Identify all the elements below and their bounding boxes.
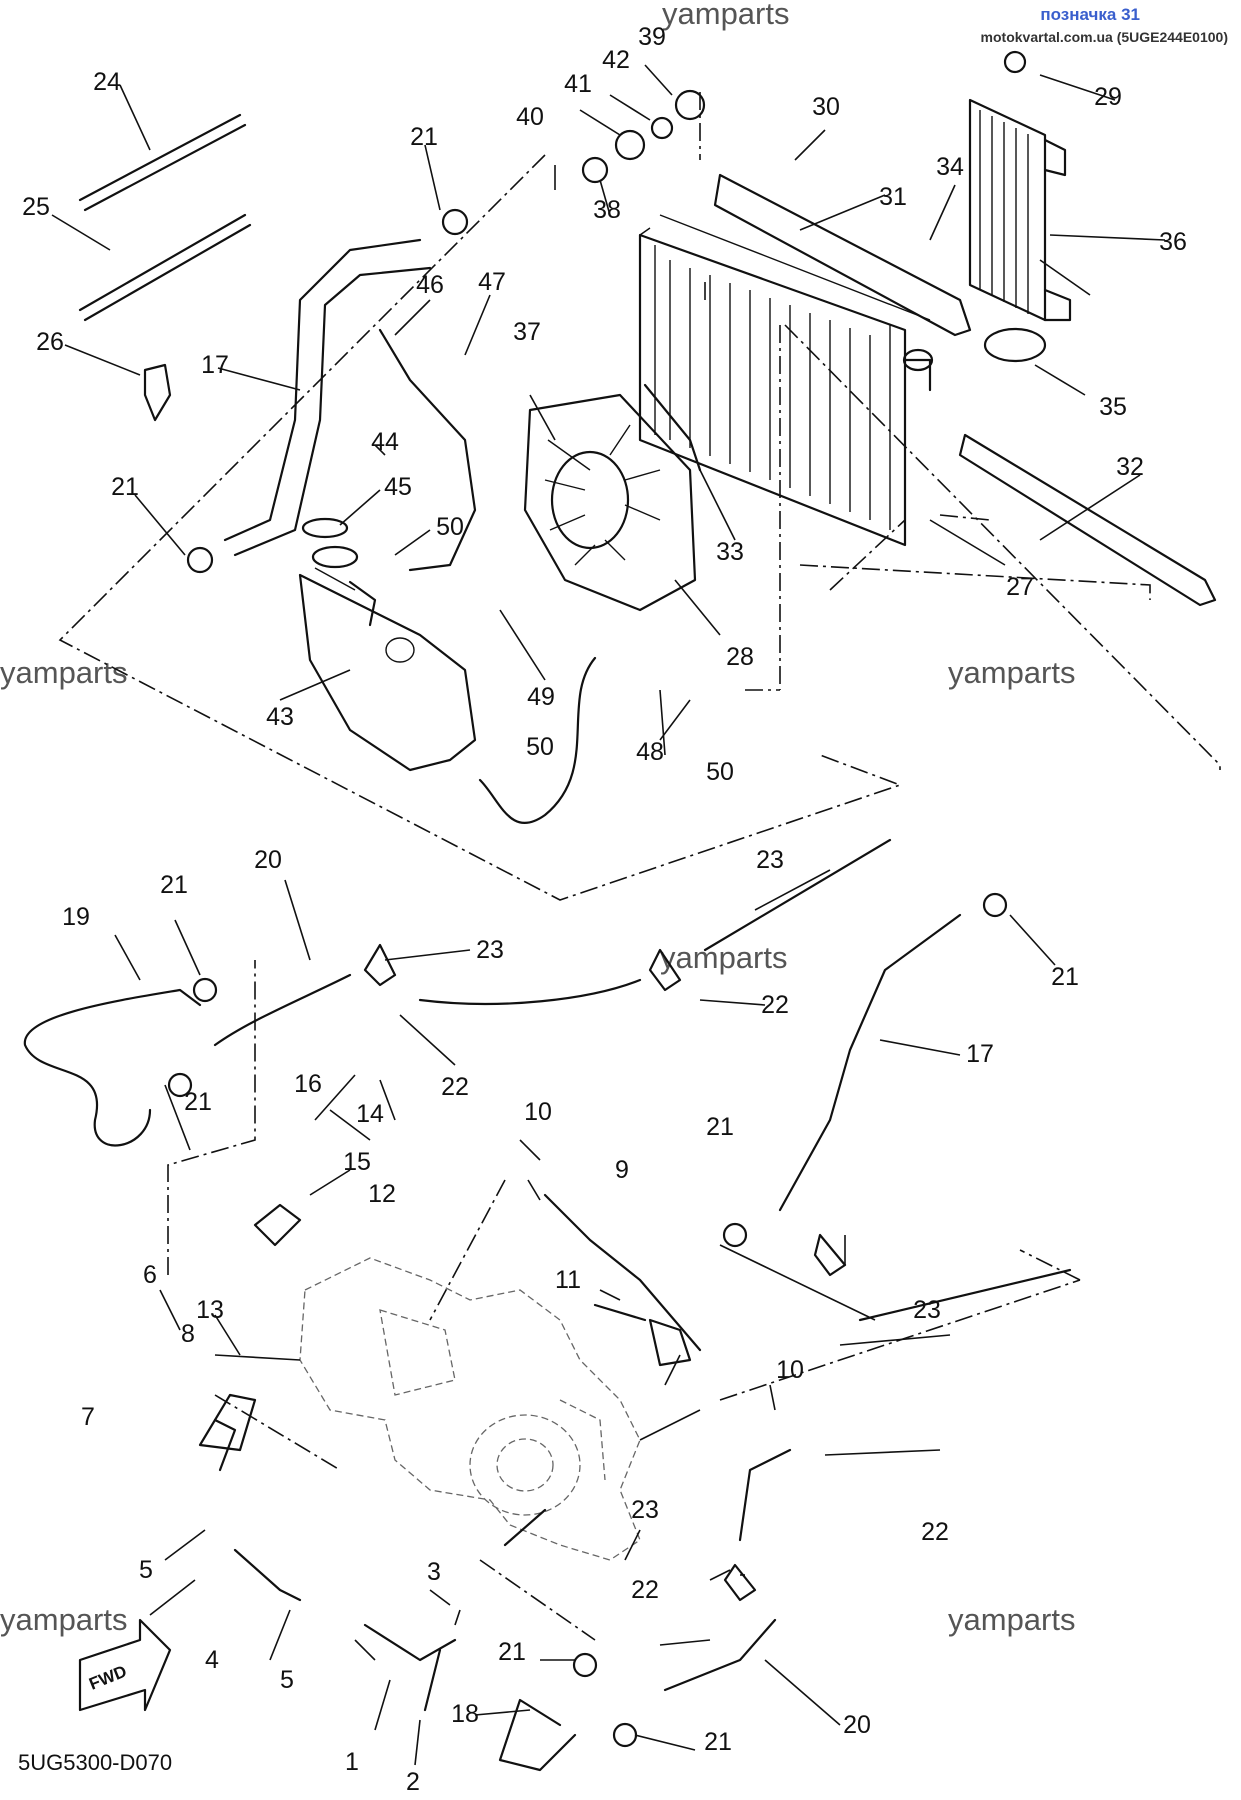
callout: 40 — [516, 103, 544, 131]
callout: 24 — [93, 68, 121, 96]
callout: 28 — [726, 643, 754, 671]
callout: 21 — [410, 123, 438, 151]
callout: 8 — [181, 1320, 195, 1348]
callout: 50 — [526, 733, 554, 761]
cooling-fan — [523, 383, 702, 612]
bracket-32 — [958, 433, 1217, 607]
callout: 22 — [921, 1518, 949, 1546]
header-label: позначка 31 — [1040, 5, 1140, 24]
oil-cooler — [968, 98, 1072, 322]
fwd-label: FWD — [86, 1662, 129, 1694]
callout: 21 — [498, 1638, 526, 1666]
callout-numbers: 1 2 3 4 5 5 6 7 8 9 10 10 11 12 13 14 15… — [22, 23, 1187, 1796]
callout: 48 — [636, 738, 664, 766]
callout: 41 — [564, 70, 592, 98]
callout: 42 — [602, 46, 630, 74]
callout: 25 — [22, 193, 50, 221]
hoses — [23, 238, 1072, 1772]
assembly-guide-lines — [58, 92, 1221, 1641]
callout: 21 — [704, 1728, 732, 1756]
callout: 35 — [1099, 393, 1127, 421]
callout: 23 — [913, 1296, 941, 1324]
watermark: yamparts — [948, 655, 1075, 690]
callout: 5 — [280, 1666, 294, 1694]
callout: 47 — [478, 268, 506, 296]
callout: 29 — [1094, 83, 1122, 111]
callout: 34 — [936, 153, 964, 181]
callout: 12 — [368, 1180, 396, 1208]
callout: 13 — [196, 1296, 224, 1324]
callout: 23 — [631, 1496, 659, 1524]
callout: 22 — [631, 1576, 659, 1604]
callout: 33 — [716, 538, 744, 566]
callout: 27 — [1006, 573, 1034, 601]
watermark: yamparts — [948, 1602, 1075, 1637]
callout: 22 — [761, 991, 789, 1019]
callout: 15 — [343, 1148, 371, 1176]
callout: 23 — [476, 936, 504, 964]
callout: 26 — [36, 328, 64, 356]
coolant-reservoir — [298, 545, 477, 772]
callout: 39 — [638, 23, 666, 51]
callout: 14 — [356, 1100, 384, 1128]
watermark: yamparts — [0, 655, 127, 690]
callout: 2 — [406, 1768, 420, 1796]
callout: 3 — [427, 1558, 441, 1586]
callout: 38 — [593, 196, 621, 224]
callout: 44 — [371, 428, 399, 456]
callout: 4 — [205, 1646, 219, 1674]
callout: 37 — [513, 318, 541, 346]
engine-outline — [299, 1257, 641, 1561]
radiator — [638, 214, 934, 547]
callout: 46 — [416, 271, 444, 299]
watermark: yamparts — [662, 0, 789, 31]
diagram-code: 5UG5300-D070 — [18, 1750, 172, 1775]
callout: 7 — [81, 1403, 95, 1431]
callout: 23 — [756, 846, 784, 874]
callout: 19 — [62, 903, 90, 931]
leader-lines — [51, 64, 1166, 1766]
callout: 17 — [966, 1040, 994, 1068]
callout: 49 — [527, 683, 555, 711]
callout: 10 — [524, 1098, 552, 1126]
callout: 21 — [160, 871, 188, 899]
callout: 31 — [879, 183, 907, 211]
watermark: yamparts — [660, 940, 787, 975]
callout: 50 — [706, 758, 734, 786]
watermark: yamparts — [0, 1602, 127, 1637]
callout: 20 — [843, 1711, 871, 1739]
callout: 43 — [266, 703, 294, 731]
callout: 6 — [143, 1261, 157, 1289]
bracket-31 — [713, 173, 972, 337]
callout: 16 — [294, 1070, 322, 1098]
callout: 21 — [184, 1088, 212, 1116]
callout: 22 — [441, 1073, 469, 1101]
callout: 21 — [1051, 963, 1079, 991]
callout: 11 — [555, 1266, 581, 1294]
callout: 20 — [254, 846, 282, 874]
callout: 18 — [451, 1700, 479, 1728]
callout: 50 — [436, 513, 464, 541]
callout: 17 — [201, 351, 229, 379]
callout: 21 — [706, 1113, 734, 1141]
callout: 1 — [345, 1748, 359, 1776]
callout: 10 — [776, 1356, 804, 1384]
header-source: motokvartal.com.ua (5UGE244E0100) — [981, 29, 1228, 45]
small-parts — [78, 50, 1047, 1748]
callout: 45 — [384, 473, 412, 501]
callout: 30 — [812, 93, 840, 121]
callout: 21 — [111, 473, 139, 501]
callout: 32 — [1116, 453, 1144, 481]
callout: 9 — [615, 1156, 629, 1184]
callout: 36 — [1159, 228, 1187, 256]
callout: 5 — [139, 1556, 153, 1584]
